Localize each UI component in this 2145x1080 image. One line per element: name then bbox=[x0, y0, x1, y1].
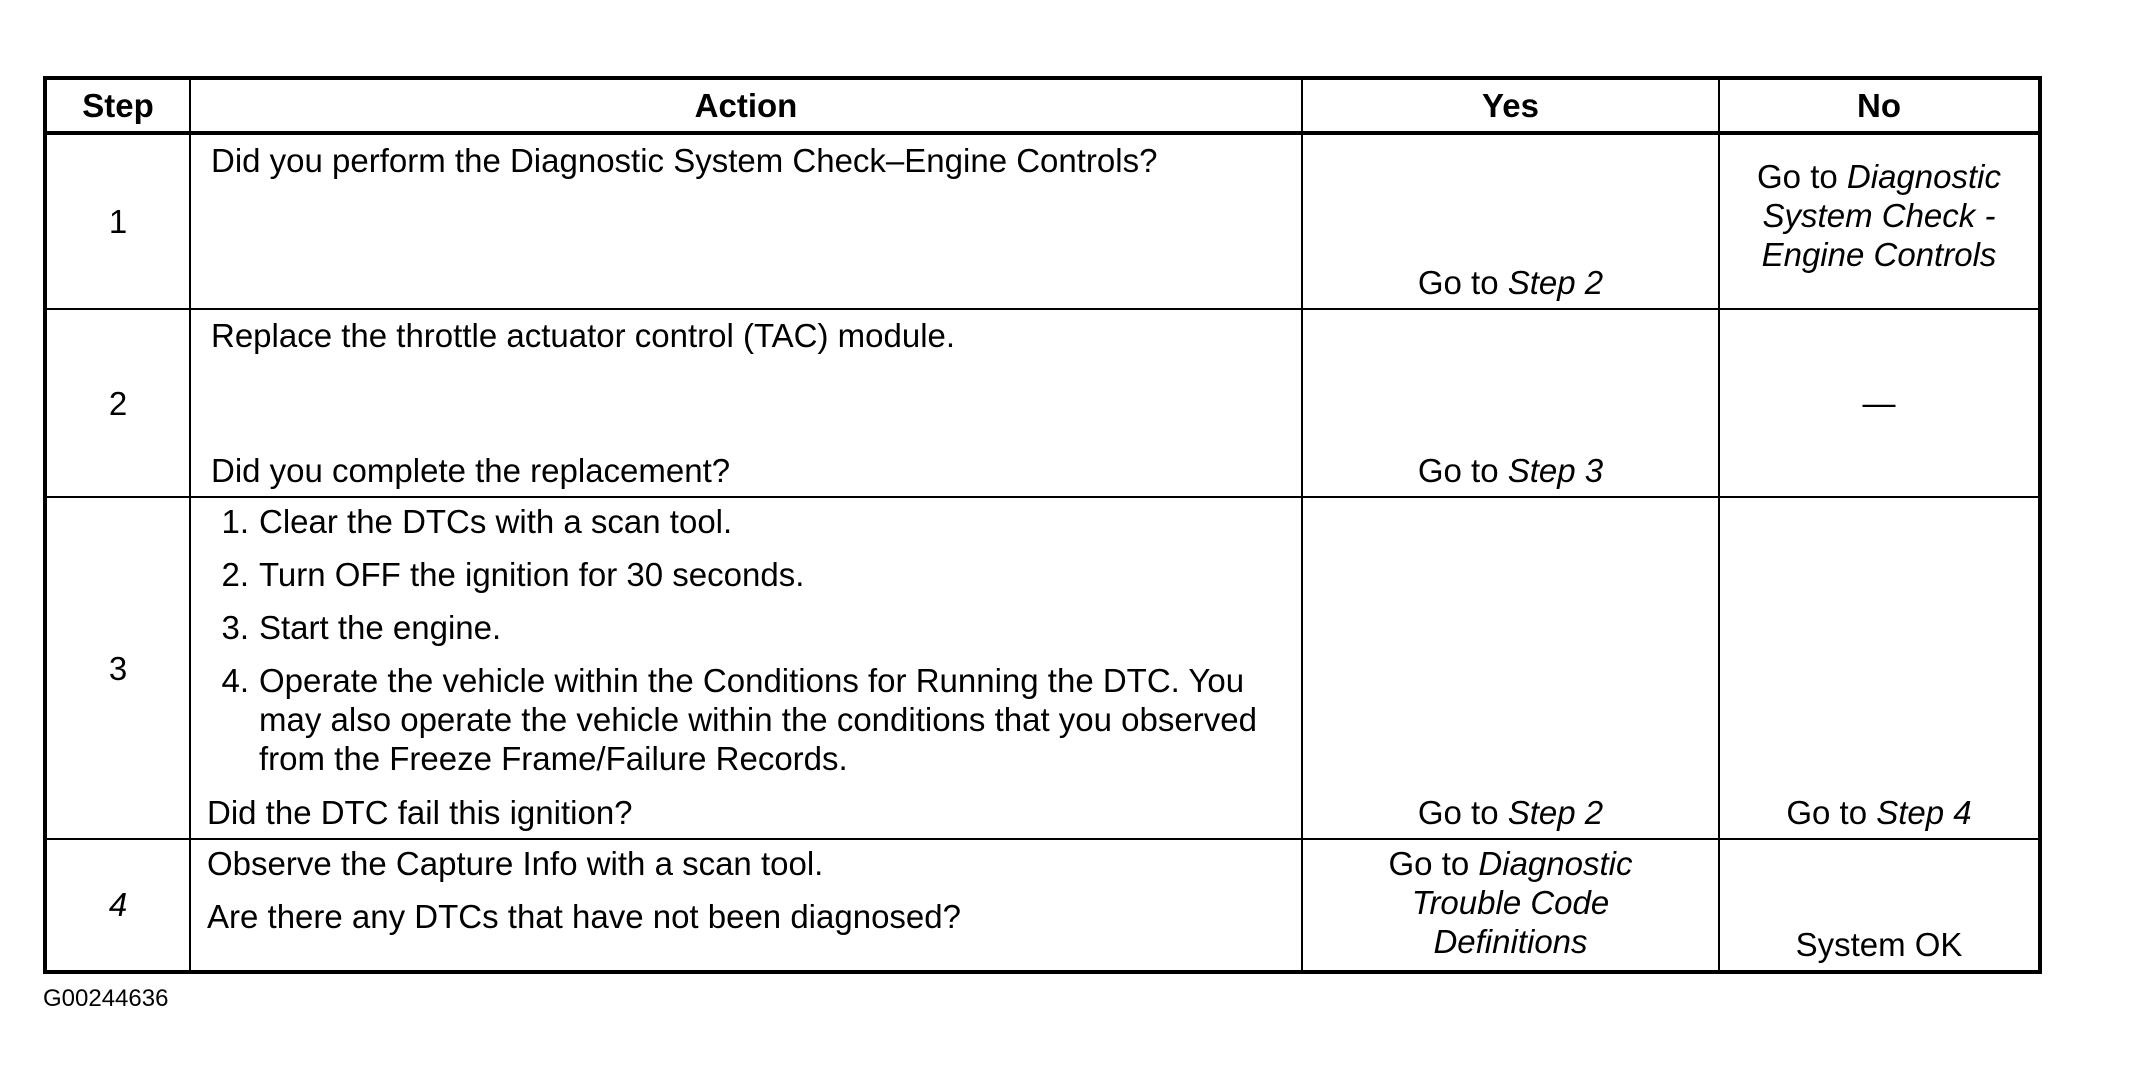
list-item-number: 2. bbox=[221, 556, 249, 594]
header-step: Step bbox=[44, 76, 191, 136]
action-block: Observe the Capture Info with a scan too… bbox=[207, 844, 1289, 936]
table-row: 3 1. Clear the DTCs with a scan tool. 2.… bbox=[44, 496, 2041, 840]
figure-id: G00244636 bbox=[43, 985, 169, 1012]
yes-cell: Go to Diagnostic Trouble Code Definition… bbox=[1301, 837, 1720, 974]
header-no: No bbox=[1718, 76, 2041, 136]
yes-cell: Go to Step 2 bbox=[1301, 496, 1720, 840]
table-row: 2 Replace the throttle actuator control … bbox=[44, 308, 2041, 499]
no-link: Step 4 bbox=[1876, 793, 1972, 831]
step-number: 4 bbox=[44, 837, 191, 974]
table-row: 4 Observe the Capture Info with a scan t… bbox=[44, 837, 2041, 974]
header-action: Action bbox=[189, 76, 1303, 136]
list-item-text: Operate the vehicle within the Condition… bbox=[259, 662, 1257, 778]
list-item: 1. Clear the DTCs with a scan tool. bbox=[207, 502, 1289, 541]
action-steps-list: 1. Clear the DTCs with a scan tool. 2. T… bbox=[207, 502, 1289, 792]
action-text: Replace the throttle actuator control (T… bbox=[211, 317, 956, 355]
no-result: System OK bbox=[1795, 926, 1963, 963]
yes-link: Step 2 bbox=[1507, 793, 1604, 831]
list-item-text: Turn OFF the ignition for 30 seconds. bbox=[259, 556, 805, 594]
diagnostic-table: Step Action Yes No 1 Did you perform the… bbox=[43, 76, 2042, 974]
no-link: Diagnostic System Check - Engine Control… bbox=[1761, 158, 2001, 274]
yes-result: Go to Step 2 bbox=[1303, 263, 1718, 302]
step-number: 2 bbox=[44, 308, 191, 499]
action-cell: 1. Clear the DTCs with a scan tool. 2. T… bbox=[189, 496, 1303, 840]
list-item-text: Start the engine. bbox=[259, 609, 502, 647]
yes-link: Step 2 bbox=[1507, 264, 1604, 302]
yes-result: Go to Diagnostic Trouble Code Definition… bbox=[1303, 844, 1718, 961]
step-number-text: 4 bbox=[108, 886, 128, 924]
no-result: Go to Diagnostic System Check - Engine C… bbox=[1720, 157, 2038, 274]
no-cell: Go to Step 4 bbox=[1718, 496, 2041, 840]
yes-link: Diagnostic Trouble Code Definitions bbox=[1411, 844, 1633, 960]
list-item: 3. Start the engine. bbox=[207, 608, 1289, 647]
no-result-dash: — bbox=[1862, 384, 1896, 422]
no-cell: Go to Diagnostic System Check - Engine C… bbox=[1718, 132, 2041, 311]
list-item-number: 3. bbox=[221, 609, 249, 647]
yes-cell: Go to Step 2 bbox=[1301, 132, 1720, 311]
no-result: Go to Step 4 bbox=[1720, 793, 2038, 832]
yes-prefix: Go to bbox=[1417, 793, 1499, 831]
action-question: Did the DTC fail this ignition? bbox=[207, 793, 633, 831]
action-question: Did you complete the replacement? bbox=[211, 452, 731, 490]
list-item-number: 4. bbox=[221, 662, 249, 700]
yes-prefix: Go to bbox=[1417, 452, 1499, 490]
yes-result: Go to Step 2 bbox=[1303, 793, 1718, 832]
action-text: Observe the Capture Info with a scan too… bbox=[207, 844, 824, 882]
yes-prefix: Go to bbox=[1417, 264, 1499, 302]
action-question: Are there any DTCs that have not been di… bbox=[207, 897, 961, 935]
yes-prefix: Go to bbox=[1388, 844, 1470, 882]
header-yes: Yes bbox=[1301, 76, 1720, 136]
yes-cell: Go to Step 3 bbox=[1301, 308, 1720, 499]
step-number: 1 bbox=[44, 132, 191, 311]
yes-link: Step 3 bbox=[1507, 452, 1604, 490]
list-item: 2. Turn OFF the ignition for 30 seconds. bbox=[207, 555, 1289, 594]
list-item-number: 1. bbox=[221, 503, 249, 541]
no-cell: — bbox=[1718, 308, 2041, 499]
yes-result: Go to Step 3 bbox=[1303, 451, 1718, 490]
no-cell: System OK bbox=[1718, 837, 2041, 974]
action-cell: Observe the Capture Info with a scan too… bbox=[189, 837, 1303, 974]
table-row: 1 Did you perform the Diagnostic System … bbox=[44, 132, 2041, 311]
action-cell: Did you perform the Diagnostic System Ch… bbox=[189, 132, 1303, 311]
table-header-row: Step Action Yes No bbox=[44, 76, 2041, 136]
action-text: Did you perform the Diagnostic System Ch… bbox=[211, 142, 1158, 180]
list-item-text: Clear the DTCs with a scan tool. bbox=[259, 503, 733, 541]
no-prefix: Go to bbox=[1757, 158, 1838, 196]
no-prefix: Go to bbox=[1786, 793, 1868, 831]
list-item: 4. Operate the vehicle within the Condit… bbox=[207, 661, 1289, 778]
step-number: 3 bbox=[44, 496, 191, 840]
action-cell: Replace the throttle actuator control (T… bbox=[189, 308, 1303, 499]
